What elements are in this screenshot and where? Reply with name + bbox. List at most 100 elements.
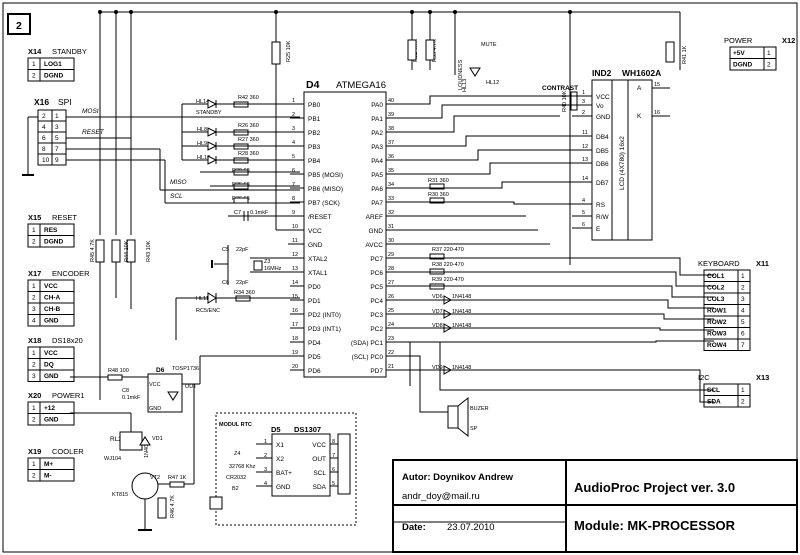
keyboard-num-6: 6: [741, 331, 745, 338]
mcu-pin-name-40: PA0: [371, 102, 383, 109]
rtc-battery-ref: B2: [232, 486, 239, 492]
power-num-1: 1: [767, 50, 771, 57]
lcd-bl-pin-A: A: [637, 85, 642, 92]
ds18x20-num-1: 1: [32, 350, 36, 357]
c8-value: 0.1mkF: [122, 395, 141, 401]
keyboard-num-4: 4: [741, 308, 745, 315]
mcu-pin-name-30: AVCC: [365, 242, 383, 249]
mcu-pin-num-15: 15: [292, 294, 298, 300]
lcd-pin-num-11: 11: [582, 130, 588, 136]
spi-reset-label: RESET: [82, 129, 105, 136]
i2c-num-1: 1: [741, 387, 745, 394]
power1-num-1: 1: [32, 405, 36, 412]
i2c-title: I2C: [698, 373, 710, 382]
power1-sig-+12: +12: [44, 405, 55, 412]
mcu-pin-num-30: 30: [388, 238, 394, 244]
mcu-pin-num-3: 3: [292, 126, 295, 132]
mcu-pin-num-12: 12: [292, 252, 298, 258]
mcu-pin-num-25: 25: [388, 308, 394, 314]
spi-pin-2: 2: [42, 113, 46, 120]
lcd-pin-num-12: 12: [582, 144, 588, 150]
mcu-pin-num-18: 18: [292, 336, 298, 342]
rtc-module-label: MODUL RTC: [219, 422, 252, 428]
mcu-pin-name-20: PD6: [308, 368, 321, 375]
ds18x20-ref: X18: [28, 336, 41, 345]
lcd-pin-num-5: 5: [582, 210, 585, 216]
cooler-sig-M-: M-: [44, 473, 52, 480]
lcd-backlight-body: [627, 79, 653, 241]
mcu-pin-num-4: 4: [292, 140, 295, 146]
rtc-lnum-2: 2: [264, 453, 267, 459]
r33-label: R33 4.7K: [432, 39, 438, 62]
mcu-pin-num-37: 37: [388, 140, 394, 146]
mcu-pin-name-36: PA4: [371, 158, 383, 165]
r30-label: R30 360: [428, 192, 449, 198]
vd8-label: VD8: [432, 323, 443, 329]
rtc-module-frame: [215, 412, 357, 526]
c6-value: 22pF: [236, 280, 249, 286]
spi-pin-4: 4: [42, 124, 46, 131]
mcu-pin-name-24: PC2: [370, 326, 383, 333]
pb-led-3: [207, 155, 218, 165]
buzzer-label: BUZER: [470, 406, 489, 412]
mcu-pin-name-27: PC5: [370, 284, 383, 291]
rc5-enc-label: RC5/ENC: [196, 308, 220, 314]
mute-label: MUTE: [481, 42, 497, 48]
standby-sig-DGND: DGND: [44, 73, 63, 80]
mcu-pin-num-28: 28: [388, 266, 394, 272]
reset-num-2: 2: [32, 239, 36, 246]
mcu-ref: D4: [306, 79, 320, 91]
lcd-pin-name-6: E: [596, 226, 601, 233]
mcu-pin-name-22: (SCL) PC0: [352, 354, 384, 361]
hl12-label: HL12: [486, 80, 499, 86]
r25-body: [271, 41, 281, 65]
mcu-pin-name-13: XTAL1: [308, 270, 328, 277]
power1-sig-GND: GND: [44, 417, 59, 424]
keyboard-num-3: 3: [741, 296, 745, 303]
hl11-label: HL11: [196, 296, 209, 302]
d6-pin-gnd: GND: [149, 406, 161, 412]
lcd-bl-num-15: 15: [654, 82, 660, 88]
date: 23.07.2010: [447, 522, 495, 533]
rtc-rnum-7: 7: [332, 453, 335, 459]
mcu-pin-name-19: PD5: [308, 354, 321, 361]
cooler-sig-M+: M+: [44, 461, 53, 468]
mcu-pin-num-21: 21: [388, 364, 394, 370]
standby-num-2: 2: [32, 73, 36, 80]
rtc-rpin-SDA: SDA: [313, 484, 327, 491]
power-sig-+5V: +5V: [733, 50, 745, 57]
mcu-pin-num-26: 26: [388, 294, 394, 300]
r39-label: R39 220-470: [432, 277, 464, 283]
i2c-num-2: 2: [741, 399, 745, 406]
mcu-pin-num-36: 36: [388, 154, 394, 160]
power-num-2: 2: [767, 62, 771, 69]
d6-pin-vcc: VCC: [149, 382, 161, 388]
mcu-pin-num-7: 7: [292, 182, 295, 188]
rtc-battery: CR2032: [226, 475, 246, 481]
mcu-pin-name-17: PD3 (INT1): [308, 326, 341, 333]
lcd-pin-name-3: Vo: [596, 103, 604, 110]
keyboard-num-7: 7: [741, 342, 745, 349]
cooler-num-1: 1: [32, 461, 36, 468]
mcu-pin-num-33: 33: [388, 196, 394, 202]
reset-num-1: 1: [32, 227, 36, 234]
r27-label: R27 360: [238, 137, 259, 143]
r47-label: R47 1K: [168, 475, 187, 481]
vd6-label: VD6: [432, 294, 443, 300]
pb-led-0: [207, 99, 218, 109]
mcu-pin-name-37: PA3: [371, 144, 383, 151]
mcu-pin-name-10: VCC: [308, 228, 322, 235]
author: Autor: Doynikov Andrew: [402, 472, 514, 483]
rtc-lpin-X1: X1: [276, 442, 284, 449]
cooler-title: COOLER: [52, 447, 84, 456]
lcd-pin-name-12: DB5: [596, 148, 609, 155]
c6-label: C6: [222, 280, 229, 286]
r31-label: R31 360: [428, 178, 449, 184]
mcu-body: [303, 91, 387, 378]
ir-receiver-d6: R48 100 C8 0.1mkF D6 TOSP1736 VCC OUT GN…: [70, 355, 300, 413]
sheet-number-box: [7, 13, 31, 35]
